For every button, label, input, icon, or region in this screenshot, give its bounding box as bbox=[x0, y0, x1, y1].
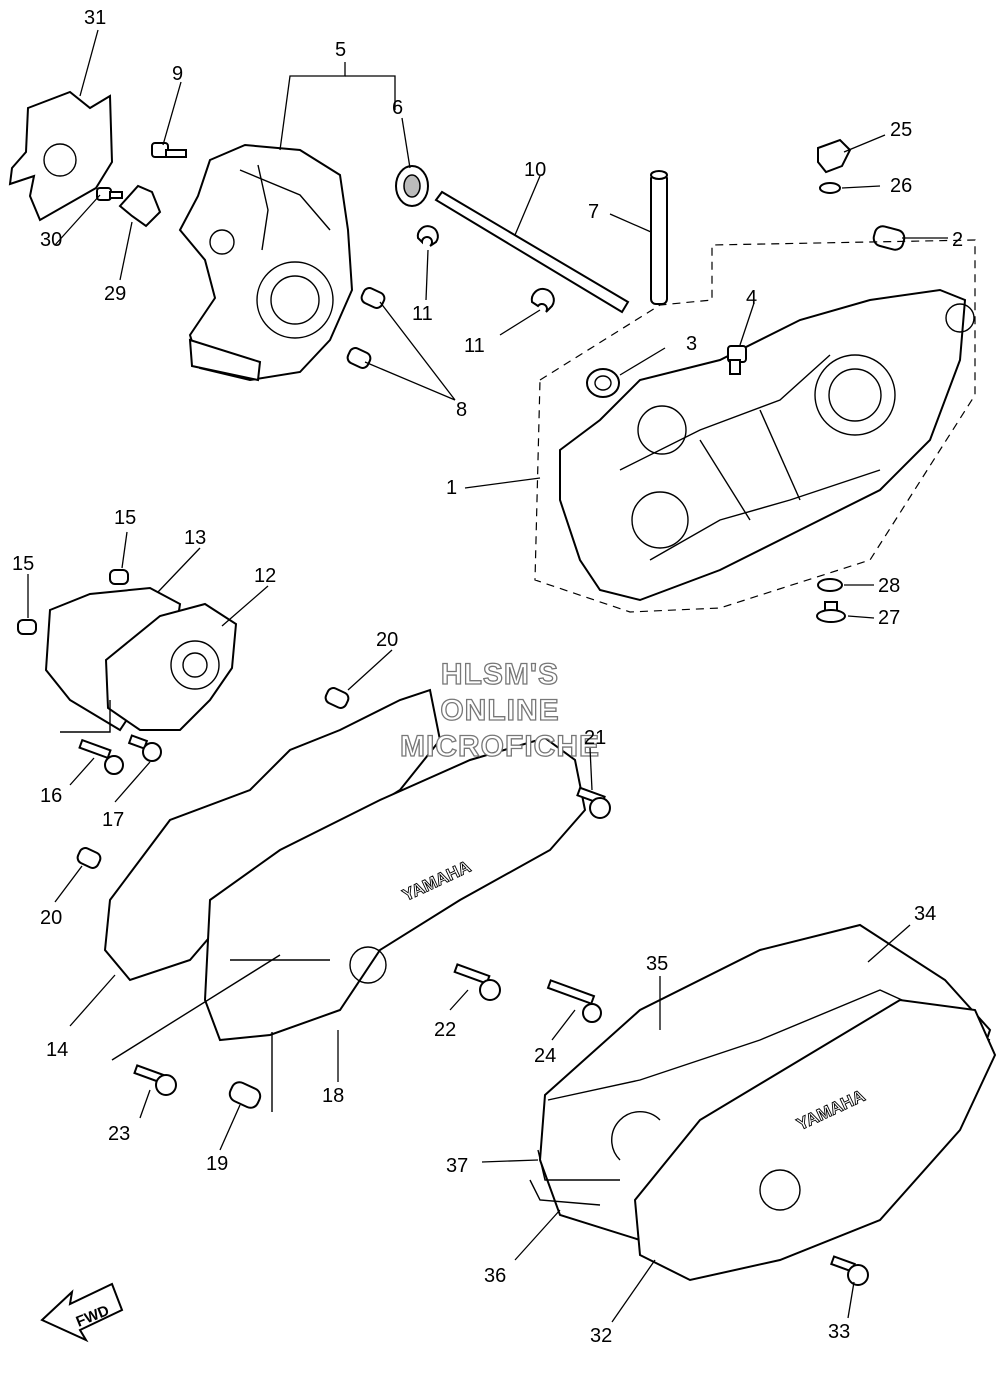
part-5-left-crankcase bbox=[178, 143, 354, 382]
callout-26: 26 bbox=[890, 175, 912, 197]
part-28-washer bbox=[817, 578, 843, 592]
callout-20b: 20 bbox=[40, 907, 62, 929]
part-32-outer-cover-front: YAMAHA bbox=[611, 998, 997, 1282]
part-9-bolt bbox=[151, 142, 187, 158]
callout-32: 32 bbox=[590, 1325, 612, 1347]
callout-12: 12 bbox=[254, 565, 276, 587]
callout-labels: 31 9 5 6 10 7 30 29 11 11 8 25 26 2 4 3 … bbox=[12, 7, 963, 1347]
callout-24: 24 bbox=[534, 1045, 556, 1067]
callout-22: 22 bbox=[434, 1019, 456, 1041]
part-25-plug bbox=[817, 138, 852, 174]
callout-8: 8 bbox=[456, 399, 467, 421]
leader-lines bbox=[27, 29, 948, 1323]
part-29-bracket bbox=[118, 184, 162, 228]
watermark: HLSM'S ONLINE MICROFICHE bbox=[399, 657, 600, 763]
part-14-gasket bbox=[103, 688, 442, 982]
part-37-seal bbox=[537, 1149, 620, 1181]
callout-30: 30 bbox=[40, 229, 62, 251]
callout-25: 25 bbox=[890, 119, 912, 141]
part-6-bearing bbox=[395, 165, 429, 207]
part-3-seal bbox=[586, 368, 620, 398]
part-8-dowels bbox=[346, 287, 386, 369]
part-4-fitting bbox=[727, 345, 747, 375]
part-17-screw bbox=[127, 734, 162, 762]
callout-15b: 15 bbox=[12, 553, 34, 575]
callout-7: 7 bbox=[588, 201, 599, 223]
callout-17: 17 bbox=[102, 809, 124, 831]
callout-35: 35 bbox=[646, 953, 668, 975]
part-26-o-ring bbox=[819, 182, 841, 194]
part-27-drain-bolt bbox=[816, 601, 846, 623]
watermark-line-3: MICROFICHE bbox=[400, 730, 600, 763]
watermark-line-2: ONLINE bbox=[440, 694, 559, 727]
callout-15a: 15 bbox=[114, 507, 136, 529]
callout-36: 36 bbox=[484, 1265, 506, 1287]
callout-11b: 11 bbox=[464, 335, 485, 357]
callout-21: 21 bbox=[584, 727, 606, 749]
callout-23: 23 bbox=[108, 1123, 130, 1145]
watermark-line-1: HLSM'S bbox=[441, 658, 559, 691]
callout-27: 27 bbox=[878, 607, 900, 629]
part-31-gasket-plate bbox=[8, 90, 114, 222]
callout-13: 13 bbox=[184, 527, 206, 549]
callout-19: 19 bbox=[206, 1153, 228, 1175]
callout-2: 2 bbox=[952, 229, 963, 251]
callout-33: 33 bbox=[828, 1321, 850, 1343]
fwd-direction-arrow: FWD bbox=[40, 1282, 124, 1343]
part-19-dowel bbox=[228, 1081, 262, 1109]
callout-14: 14 bbox=[46, 1039, 68, 1061]
part-36-seal bbox=[529, 1179, 601, 1206]
callout-16: 16 bbox=[40, 785, 62, 807]
callout-4: 4 bbox=[746, 287, 757, 309]
callout-28: 28 bbox=[878, 575, 900, 597]
part-33-screw bbox=[830, 1255, 869, 1286]
callout-29: 29 bbox=[104, 283, 126, 305]
part-12-cover bbox=[104, 602, 238, 731]
callout-3: 3 bbox=[686, 333, 697, 355]
callout-37: 37 bbox=[446, 1155, 468, 1177]
part-2-dowel bbox=[872, 225, 906, 251]
callout-18: 18 bbox=[322, 1085, 344, 1107]
part-1-right-crankcase bbox=[559, 288, 975, 602]
part-21-bolt bbox=[576, 786, 611, 819]
callout-31: 31 bbox=[84, 7, 106, 29]
part-18-crankcase-cover: YAMAHA bbox=[203, 736, 587, 1042]
part-23-bolt bbox=[133, 1064, 177, 1096]
callout-20a: 20 bbox=[376, 629, 398, 651]
callout-1: 1 bbox=[446, 477, 457, 499]
callout-9: 9 bbox=[172, 63, 183, 85]
callout-11a: 11 bbox=[412, 303, 433, 325]
part-20-dowels bbox=[76, 687, 350, 869]
part-11-clips bbox=[416, 225, 555, 313]
part-15-dowels bbox=[17, 569, 129, 635]
part-10-shaft bbox=[434, 190, 630, 314]
callout-10: 10 bbox=[524, 159, 546, 181]
part-24-bolt bbox=[546, 979, 602, 1023]
part-22-bolt bbox=[453, 963, 501, 1001]
callout-6: 6 bbox=[392, 97, 403, 119]
part-16-screw bbox=[78, 738, 124, 775]
part-30-bolt bbox=[96, 187, 123, 201]
callout-5: 5 bbox=[335, 39, 346, 61]
part-7-pin bbox=[650, 170, 668, 305]
callout-34: 34 bbox=[914, 903, 936, 925]
